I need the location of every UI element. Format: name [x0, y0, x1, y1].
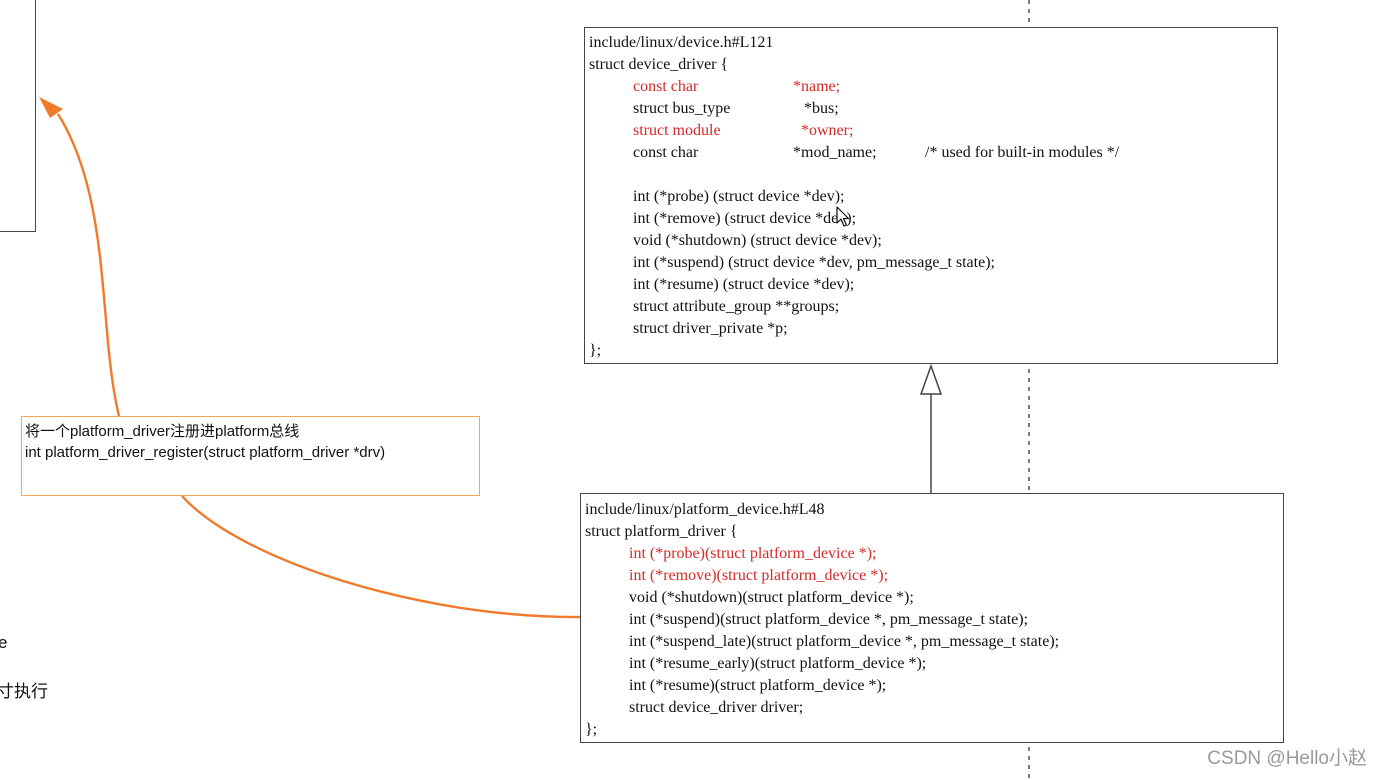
code-line: int (*probe)(struct platform_device *);	[585, 543, 1283, 565]
association-curve-platform-to-note	[181, 495, 581, 619]
code-line: int (*resume) (struct device *dev);	[589, 274, 1277, 296]
code-segment: struct platform_driver {	[585, 523, 738, 540]
code-line: struct attribute_group **groups;	[589, 296, 1277, 318]
code-line: int (*remove) (struct device *dev);	[589, 208, 1277, 230]
code-segment: struct module	[633, 122, 721, 139]
code-line: int (*resume)(struct platform_device *);	[585, 675, 1283, 697]
code-segment: include/linux/platform_device.h#L48	[585, 501, 825, 518]
code-segment: /* used for built-in modules */	[925, 144, 1120, 161]
code-segment: struct device_driver {	[589, 56, 729, 73]
note-signature: int platform_driver_register(struct plat…	[25, 444, 386, 461]
code-segment: struct device_driver driver;	[629, 699, 804, 716]
code-segment: *mod_name;	[793, 144, 877, 161]
code-line: int (*resume_early)(struct platform_devi…	[585, 653, 1283, 675]
code-segment: const char	[633, 144, 699, 161]
code-segment: int (*probe) (struct device *dev);	[633, 188, 845, 205]
code-segment: int (*probe)(struct platform_device *);	[629, 545, 877, 562]
code-line: int (*suspend) (struct device *dev, pm_m…	[589, 252, 1277, 274]
code-line: struct platform_driver {	[585, 521, 1283, 543]
code-segment: void (*shutdown) (struct device *dev);	[633, 232, 882, 249]
code-segment: int (*resume) (struct device *dev);	[633, 276, 855, 293]
code-line: int (*suspend_late)(struct platform_devi…	[585, 631, 1283, 653]
code-segment: struct bus_type	[633, 100, 731, 117]
left-text-fragment-1: e	[0, 633, 8, 652]
code-line: int (*suspend)(struct platform_device *,…	[585, 609, 1283, 631]
code-line: include/linux/platform_device.h#L48	[585, 499, 1283, 521]
code-segment: int (*suspend)(struct platform_device *,…	[629, 611, 1029, 628]
code-segment: int (*resume)(struct platform_device *);	[629, 677, 887, 694]
code-line: int (*remove)(struct platform_device *);	[585, 565, 1283, 587]
code-segment: *bus;	[804, 100, 839, 117]
code-segment: int (*resume_early)(struct platform_devi…	[629, 655, 927, 672]
code-line: struct device_driver driver;	[585, 697, 1283, 719]
watermark: CSDN @Hello小赵	[1207, 748, 1367, 769]
inheritance-arrow-icon	[919, 363, 943, 395]
left-partial-box	[0, 0, 36, 232]
note-title: 将一个platform_driver注册进platform总线	[25, 423, 300, 440]
code-segment: int (*remove)(struct platform_device *);	[629, 567, 889, 584]
code-segment: int (*remove) (struct device *dev);	[633, 210, 857, 227]
code-line: };	[589, 340, 1277, 362]
code-line: void (*shutdown) (struct device *dev);	[589, 230, 1277, 252]
code-line: struct bus_type *bus;	[589, 98, 1277, 120]
code-line: struct driver_private *p;	[589, 318, 1277, 340]
mouse-cursor-icon	[836, 206, 850, 227]
code-segment: struct attribute_group **groups;	[633, 298, 840, 315]
code-line: void (*shutdown)(struct platform_device …	[585, 587, 1283, 609]
code-segment: int (*suspend) (struct device *dev, pm_m…	[633, 254, 995, 271]
code-line	[589, 164, 1277, 186]
code-segment: *name;	[793, 78, 841, 95]
code-line: int (*probe) (struct device *dev);	[589, 186, 1277, 208]
code-segment: struct driver_private *p;	[633, 320, 788, 337]
code-line: const char *name;	[589, 76, 1277, 98]
device-driver-struct-box: include/linux/device.h#L121 struct device…	[584, 27, 1278, 364]
left-text-fragment-2: 寸执行	[0, 682, 48, 701]
code-segment: int (*suspend_late)(struct platform_devi…	[629, 633, 1060, 650]
register-note-box: 将一个platform_driver注册进platform总线 int plat…	[21, 416, 480, 496]
association-curve-note-to-left-box	[56, 113, 121, 417]
code-line: include/linux/device.h#L121	[589, 32, 1277, 54]
code-line: const char *mod_name; /* used for built-in…	[589, 142, 1277, 164]
code-segment: const char	[633, 78, 699, 95]
code-segment: *owner;	[801, 122, 854, 139]
code-segment: };	[585, 721, 598, 738]
code-segment: include/linux/device.h#L121	[589, 34, 774, 51]
code-segment: void (*shutdown)(struct platform_device …	[629, 589, 914, 606]
code-line: };	[585, 719, 1283, 741]
orange-arrowhead-icon	[39, 97, 63, 118]
code-line: struct module *owner;	[589, 120, 1277, 142]
code-line: struct device_driver {	[589, 54, 1277, 76]
code-segment: };	[589, 342, 602, 359]
